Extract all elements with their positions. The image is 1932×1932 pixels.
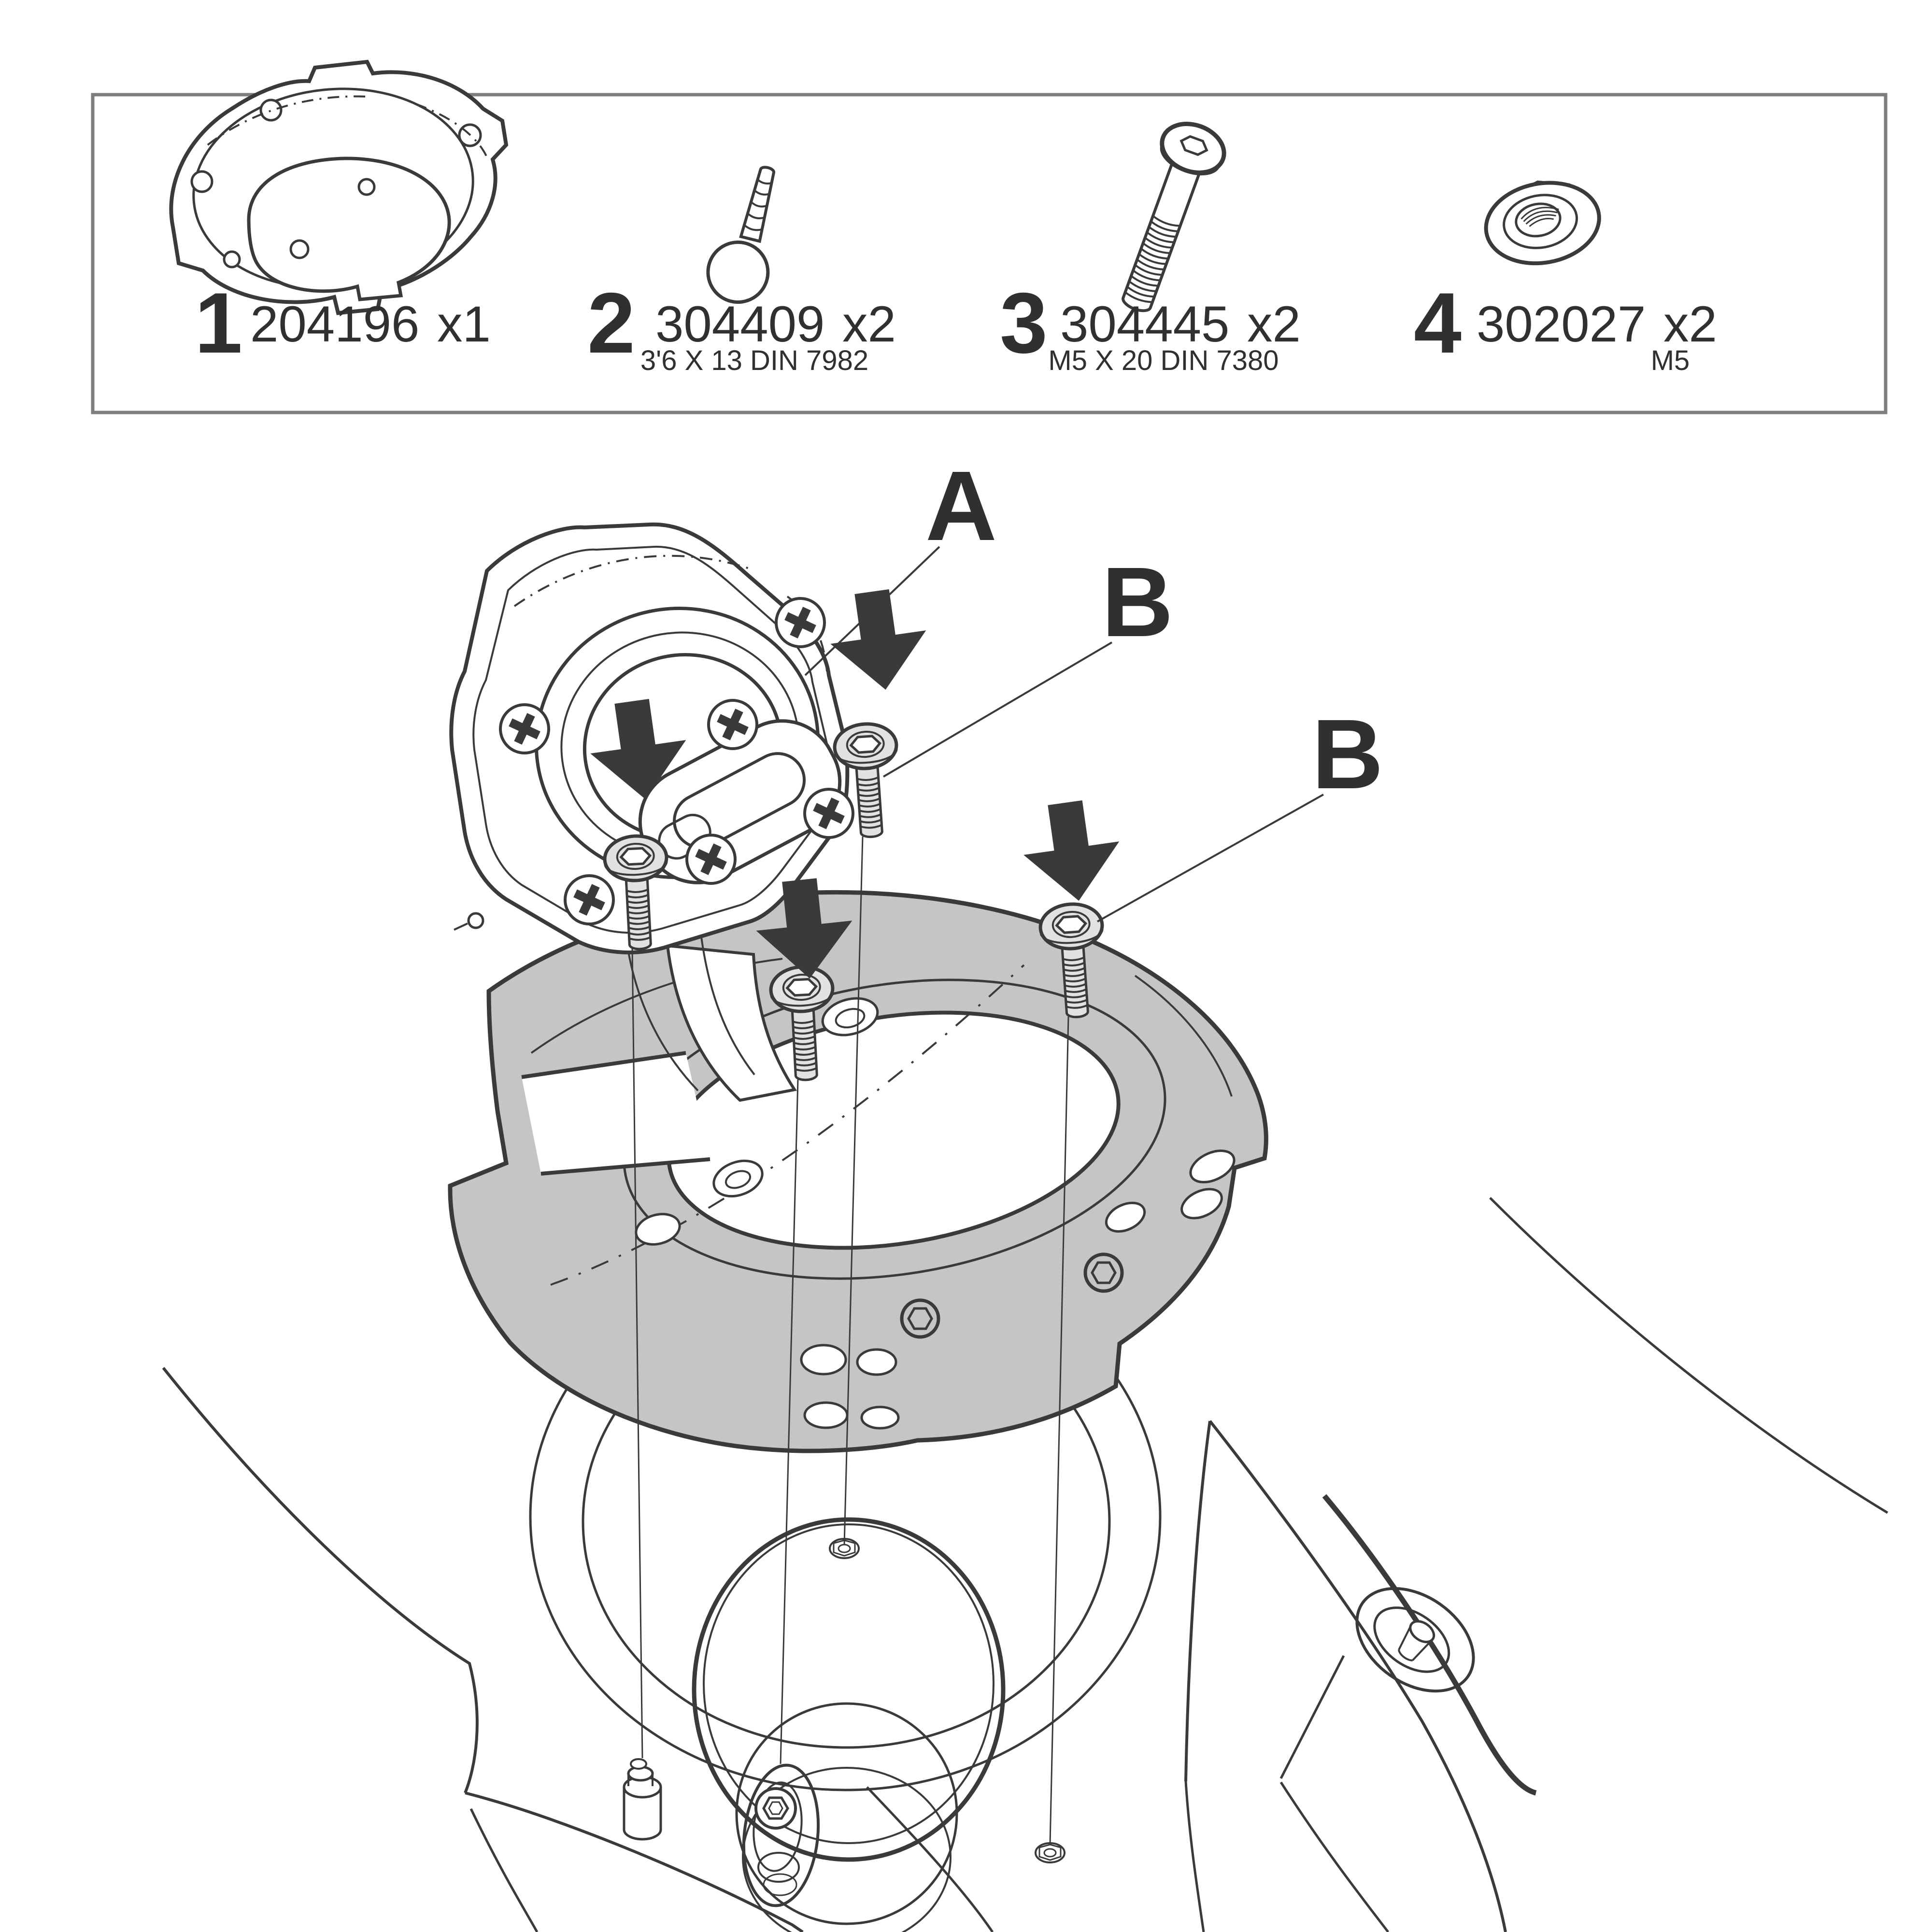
callout-leader-lines [804, 546, 1324, 923]
tank-ring-adapter-plate-icon [169, 59, 509, 315]
part-4-spec: M5 [1651, 345, 1690, 376]
part-1-quantity: x1 [437, 296, 491, 353]
flange-nut-icon [1484, 180, 1601, 266]
part-3-code: 304445 [1060, 296, 1229, 353]
callout-label-a: A [925, 451, 997, 561]
part-4-quantity: x2 [1663, 296, 1717, 353]
phillips-screw-icon [565, 876, 613, 924]
down-arrow-icon [1017, 796, 1127, 908]
phillips-screw-icon [500, 705, 549, 753]
phillips-screw-icon [805, 789, 853, 838]
phillips-screw-icon [776, 598, 824, 647]
screw-guide-lines [631, 836, 1069, 1845]
part-3-number: 3 [1000, 275, 1048, 371]
self-tapping-screw-icon [706, 166, 776, 304]
part-1-code: 204196 [250, 296, 419, 353]
ring-holes [635, 997, 1236, 1430]
phillips-screw-icon [687, 835, 735, 883]
callout-label-b-1: B [1102, 547, 1173, 657]
fuel-filler-opening [692, 1517, 1006, 1862]
ring-hex-bolt-bottom [902, 1300, 938, 1337]
tank-hex-bolt [742, 1763, 820, 1907]
button-head-screw-icon [1122, 122, 1226, 313]
callout-label-b-2: B [1312, 699, 1383, 810]
part-2-quantity: x2 [842, 296, 896, 353]
tank-stepped-nut-left [623, 1758, 662, 1841]
part-2-code: 304409 [655, 296, 824, 353]
part-2-number: 2 [587, 275, 635, 371]
part-2-spec: 3'6 X 13 DIN 7982 [640, 345, 868, 376]
parts-box-labels: 1 204196 x1 2 304409 x2 3'6 X 13 DIN 798… [195, 275, 1717, 376]
part-1-number: 1 [195, 275, 242, 371]
part-3-spec: M5 X 20 DIN 7380 [1048, 345, 1279, 376]
part-4-number: 4 [1414, 275, 1462, 371]
ring-hex-bolt-right [1085, 1254, 1122, 1291]
fuel-tank-top-drawing [162, 1197, 1889, 1932]
parts-box: 1 204196 x1 2 304409 x2 3'6 X 13 DIN 798… [91, 59, 1888, 414]
part-4-code: 302027 [1477, 296, 1646, 353]
tank-right-panel [1184, 1197, 1889, 1932]
phillips-screw-icon [709, 700, 757, 749]
gray-mounting-ring-drawing [448, 890, 1268, 1453]
part-3-quantity: x2 [1247, 296, 1301, 353]
tank-weld-nut-right [1035, 1842, 1065, 1863]
tank-strap-recess [1355, 1587, 1475, 1693]
